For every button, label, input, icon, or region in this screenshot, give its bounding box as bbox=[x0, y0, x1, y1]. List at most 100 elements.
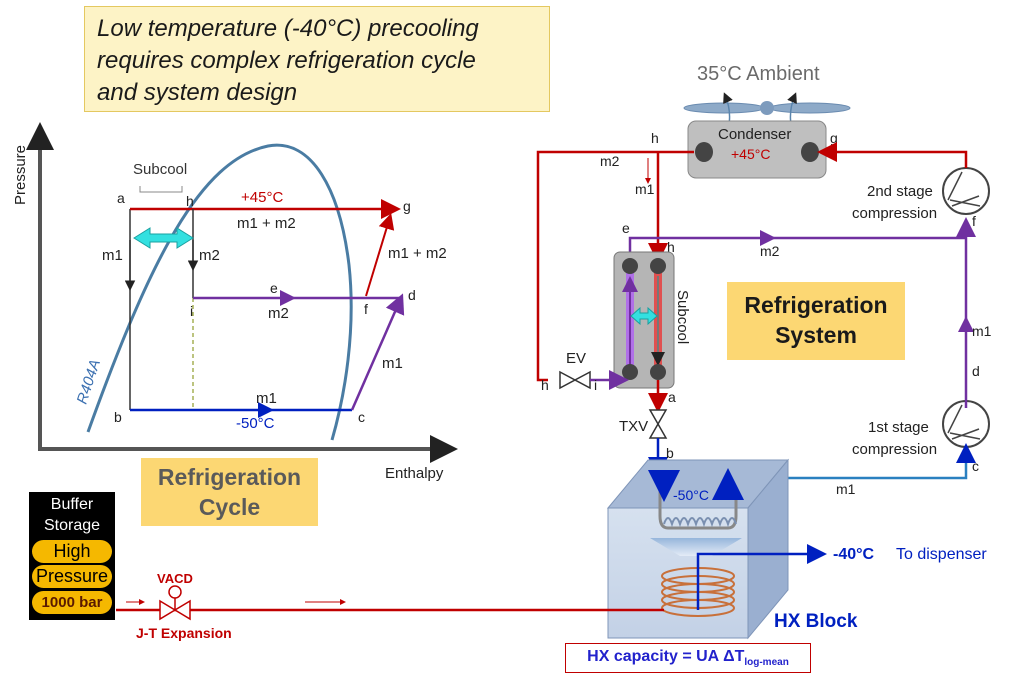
buffer-storage: Buffer Storage High Pressure 1000 bar bbox=[29, 492, 115, 620]
flow-m2-left: m2 bbox=[199, 247, 220, 264]
subcooler-port-tl bbox=[622, 258, 638, 274]
hx-temp: -50°C bbox=[673, 487, 709, 503]
stage2-label-2: compression bbox=[852, 205, 937, 222]
sys-pt-g: g bbox=[830, 130, 838, 146]
sys-pt-h-top: h bbox=[651, 130, 659, 146]
sys-pt-d: d bbox=[972, 363, 980, 379]
subcooler-port-bl bbox=[622, 364, 638, 380]
compressor-2nd-stage bbox=[942, 167, 990, 215]
pipe-e-f bbox=[628, 236, 966, 260]
pt-f: f bbox=[364, 301, 368, 317]
subcool-exchange-arrow bbox=[133, 227, 194, 249]
title-line-2: requires complex refrigeration cycle bbox=[97, 47, 476, 74]
subcooler-label: Subcool bbox=[674, 290, 691, 344]
pt-c: c bbox=[358, 409, 365, 425]
fan-blade-right bbox=[769, 102, 851, 114]
buffer-heading-2: Storage bbox=[43, 517, 101, 534]
jt-label: J-T Expansion bbox=[136, 625, 232, 641]
hx-capacity-box: HX capacity = UA ΔTlog-mean bbox=[565, 643, 811, 673]
cycle-plot: Pressure Enthalpy R404A Subcool bbox=[12, 122, 458, 482]
cycle-label-line-2: Cycle bbox=[198, 494, 261, 520]
condenser-port-right bbox=[801, 142, 819, 162]
sys-pt-i: i bbox=[594, 377, 597, 393]
hx-capacity-sub: log-mean bbox=[744, 657, 789, 669]
sys-pt-c: c bbox=[972, 458, 979, 474]
dispenser-label: To dispenser bbox=[896, 546, 987, 563]
subcooler bbox=[613, 251, 675, 389]
condenser-label: Condenser bbox=[718, 126, 791, 143]
sys-pt-f: f bbox=[972, 213, 976, 229]
title-line-3: and system design bbox=[97, 79, 298, 106]
ev-valve bbox=[559, 370, 591, 390]
refrigeration-system: 35°C Ambient Condenser +45°C h g 2nd sta… bbox=[536, 63, 992, 640]
txv-label: TXV bbox=[619, 418, 648, 435]
refrigeration-system-label: Refrigeration System bbox=[727, 282, 905, 360]
fan-hub bbox=[760, 101, 774, 115]
pipe-h-ev bbox=[536, 150, 694, 382]
sys-flow-m1-top: m1 bbox=[635, 181, 655, 197]
sys-flow-m2-top: m2 bbox=[600, 153, 620, 169]
hx-block-front bbox=[607, 507, 749, 639]
stage1-label-2: compression bbox=[852, 441, 937, 458]
sys-pt-a: a bbox=[668, 389, 676, 405]
pt-g: g bbox=[403, 198, 411, 214]
pt-a: a bbox=[117, 190, 125, 206]
outlet-temp: -40°C bbox=[833, 546, 875, 563]
evaporator-coil bbox=[663, 517, 737, 528]
subcooler-port-br bbox=[650, 364, 666, 380]
sys-flow-m1-bottom: m1 bbox=[836, 481, 856, 497]
sys-flow-m1-right: m1 bbox=[972, 323, 992, 339]
buffer-high: High bbox=[32, 540, 112, 563]
flow-m1m2-top: m1 + m2 bbox=[237, 215, 296, 232]
ambient-label: 35°C Ambient bbox=[697, 63, 820, 85]
condenser-temp: +45°C bbox=[731, 146, 770, 162]
txv-valve bbox=[648, 409, 668, 439]
pt-i: i bbox=[190, 303, 193, 319]
pt-h: h bbox=[186, 193, 194, 209]
title-text: Low temperature (-40°C) precooling requi… bbox=[97, 13, 547, 109]
compressor-1-symbol bbox=[947, 404, 981, 440]
compressor-2-symbol bbox=[947, 171, 981, 207]
sys-pt-e: e bbox=[622, 220, 630, 236]
sys-pt-h-mid: h bbox=[667, 239, 675, 255]
flow-m1-bottom: m1 bbox=[256, 390, 277, 407]
pipe-to-dispenser bbox=[696, 544, 827, 610]
buffer-heading-1: Buffer bbox=[50, 496, 94, 513]
subcool-bracket bbox=[139, 186, 183, 193]
sys-pt-b: b bbox=[666, 445, 674, 461]
y-axis-label: Pressure bbox=[12, 145, 29, 205]
vacd-label: VACD bbox=[157, 571, 193, 586]
flow-m1-left: m1 bbox=[102, 247, 123, 264]
hx-capacity-main: HX capacity = UA ΔT bbox=[587, 648, 745, 665]
subcooler-port-tr bbox=[650, 258, 666, 274]
ev-label: EV bbox=[566, 350, 586, 367]
x-axis-label: Enthalpy bbox=[385, 465, 444, 482]
flow-m2-mid: m2 bbox=[268, 305, 289, 322]
buffer-heading: Buffer Storage bbox=[29, 494, 115, 536]
saturation-dome bbox=[86, 143, 353, 441]
sys-flow-m2-mid: m2 bbox=[760, 243, 780, 259]
refrigeration-cycle-label: Refrigeration Cycle bbox=[141, 458, 318, 526]
vacd-actuator bbox=[168, 585, 182, 599]
hx-cold-flow-shape bbox=[650, 538, 742, 556]
pt-e: e bbox=[270, 280, 278, 296]
title-line-1: Low temperature (-40°C) precooling bbox=[97, 15, 479, 42]
title-callout: Low temperature (-40°C) precooling requi… bbox=[84, 6, 550, 112]
temp-low: -50°C bbox=[236, 415, 275, 432]
hydrogen-supply: VACD J-T Expansion bbox=[116, 571, 664, 641]
stage2-label-1: 2nd stage bbox=[867, 183, 933, 200]
pt-b: b bbox=[114, 409, 122, 425]
condenser-port-left bbox=[695, 142, 713, 162]
temp-high: +45°C bbox=[241, 189, 283, 206]
flow-m1m2-right: m1 + m2 bbox=[388, 245, 447, 262]
stage1-label-1: 1st stage bbox=[868, 419, 929, 436]
buffer-bar: 1000 bar bbox=[32, 591, 112, 614]
sys-pt-h-ev: h bbox=[541, 377, 549, 393]
line-f-g bbox=[365, 213, 395, 297]
pipe-f-g bbox=[817, 142, 968, 168]
buffer-pressure: Pressure bbox=[32, 565, 112, 588]
flow-m1-cd: m1 bbox=[382, 355, 403, 372]
cycle-label-line-1: Refrigeration bbox=[157, 464, 302, 490]
pt-d: d bbox=[408, 287, 416, 303]
